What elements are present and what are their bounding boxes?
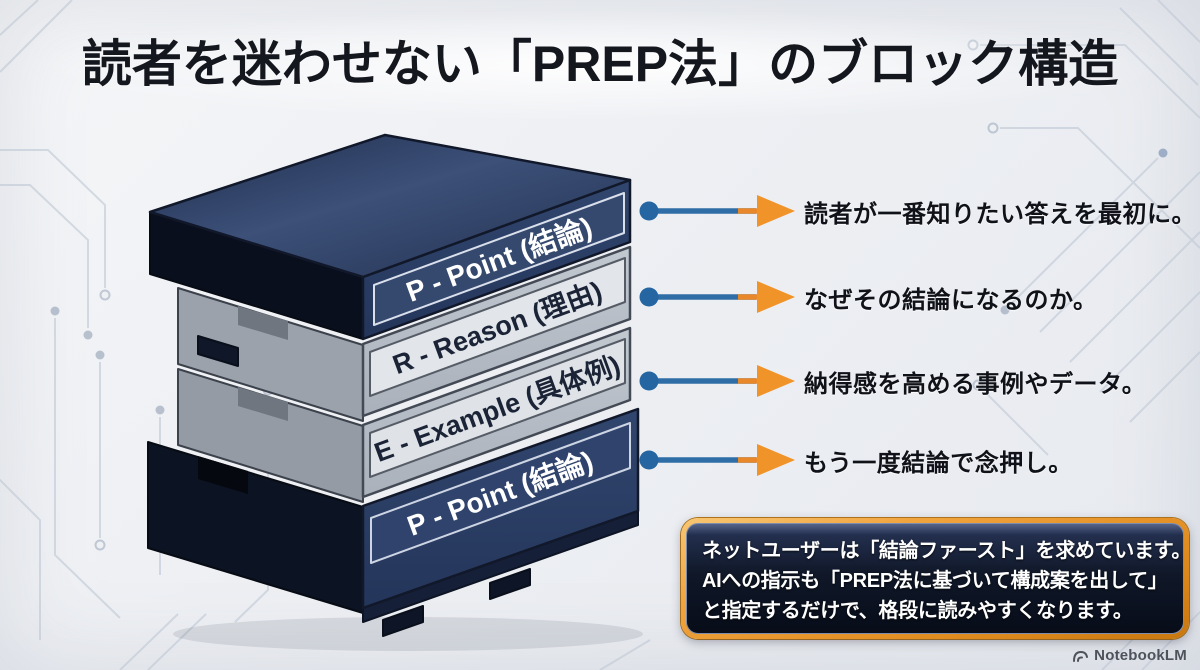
note-line-3: と指定するだけで、格段に読みやすくなります。 <box>702 600 1133 622</box>
notebooklm-icon <box>1073 650 1089 662</box>
page-title: 読者を迷わせない「PREP法」のブロック構造 <box>81 36 1119 92</box>
note-line-2: AIへの指示も「PREP法に基づいて構成案を出して」 <box>702 570 1168 592</box>
annotation-row-example: 納得感を高める事例やデータ。 <box>638 364 1146 398</box>
arrow-icon <box>639 365 795 397</box>
note-box-inner: ネットユーザーは「結論ファースト」を求めています。 AIへの指示も「PREP法に… <box>686 523 1192 634</box>
annotation-text-point1: 読者が一番知りたい答えを最初に。 <box>804 200 1196 228</box>
annotation-text-point2: もう一度結論で念押し。 <box>804 449 1073 477</box>
stack-shadow <box>173 617 643 651</box>
annotation-row-point1: 読者が一番知りたい答えを最初に。 <box>638 194 1196 228</box>
arrow-icon <box>639 195 795 227</box>
note-line-1: ネットユーザーは「結論ファースト」を求めています。 <box>702 540 1192 562</box>
watermark-label: NotebookLM <box>1094 647 1187 664</box>
arrow-icon <box>639 444 795 476</box>
annotation-row-reason: なぜその結論になるのか。 <box>638 280 1098 314</box>
annotation-text-reason: なぜその結論になるのか。 <box>804 286 1098 314</box>
annotation-row-point2: もう一度結論で念押し。 <box>638 443 1073 477</box>
title-glow <box>40 10 1160 120</box>
block-p2: P - Point (結論) <box>147 407 640 637</box>
annotation-text-example: 納得感を高める事例やデータ。 <box>804 370 1147 398</box>
arrow-icon <box>639 281 795 313</box>
watermark: NotebookLM <box>1072 647 1187 664</box>
note-box: ネットユーザーは「結論ファースト」を求めています。 AIへの指示も「PREP法に… <box>681 518 1192 639</box>
block-e: E - Example (具体例) <box>177 326 632 503</box>
prep-block-stack: P - Point (結論) E - Example (具体例) R - Rea… <box>147 133 643 651</box>
